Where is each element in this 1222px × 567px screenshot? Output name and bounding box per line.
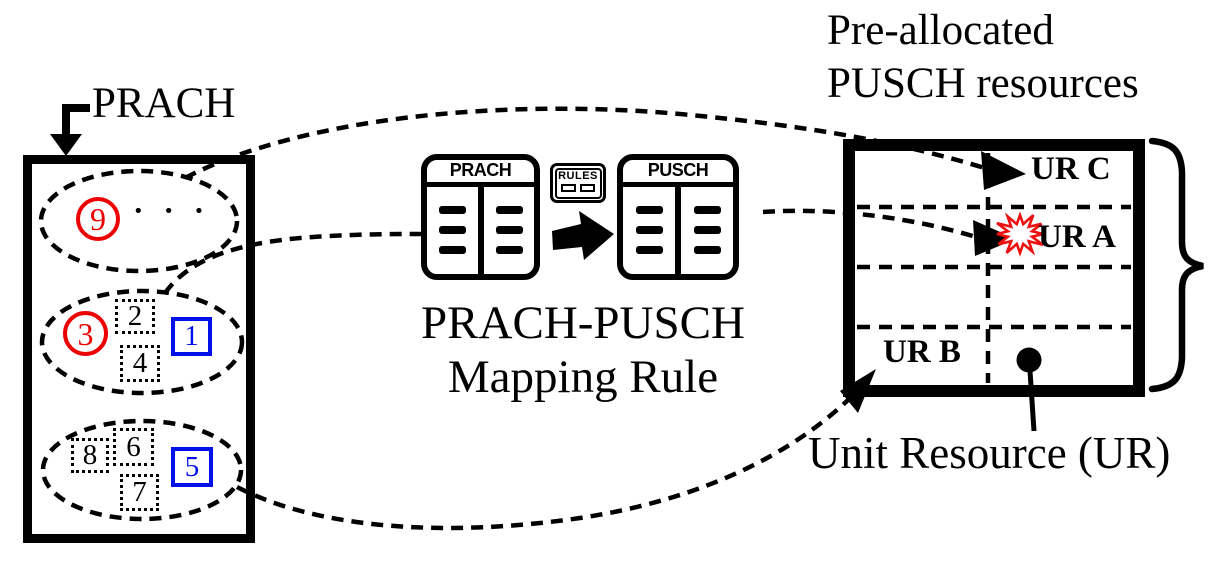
pusch-panel-box	[843, 139, 1145, 397]
rules-badge-inner: RULES	[554, 167, 602, 199]
ur-b-label: UR B	[883, 334, 961, 370]
collision-starburst-icon	[996, 211, 1044, 257]
table-divider	[477, 187, 484, 274]
table-divider	[675, 187, 681, 274]
unit-resource-dot-icon	[1016, 347, 1042, 373]
list-dash	[694, 226, 721, 234]
unit-resource-note: Unit Resource (UR)	[808, 428, 1171, 478]
pusch-table-icon: PUSCH	[617, 154, 739, 280]
unit-resource-stem	[1027, 370, 1037, 432]
list-dash	[496, 226, 523, 234]
prach-pointer-line	[62, 104, 90, 138]
ur-a-label: UR A	[1038, 219, 1116, 255]
rules-badge-label: RULES	[558, 169, 598, 182]
prach-panel-label: PRACH	[92, 80, 236, 127]
list-dash	[694, 246, 721, 254]
preamble-9-red-circle: 9	[76, 197, 120, 241]
mapping-caption-line1: PRACH-PUSCH	[421, 297, 745, 349]
preamble-group2-ellipse	[39, 288, 245, 396]
mapping-caption-line2: Mapping Rule	[447, 351, 719, 403]
pusch-panel-title-line1: Pre-allocated	[827, 7, 1054, 54]
curve-group3-to-urb	[235, 398, 850, 531]
preamble-7-dotted-square: 7	[120, 474, 159, 511]
list-dash	[636, 246, 663, 254]
curve-group1-to-urc	[183, 106, 989, 180]
resource-brace-icon	[1148, 137, 1204, 393]
preamble-3-red-circle: 3	[63, 311, 108, 356]
preamble-ellipsis: • • •	[133, 201, 212, 222]
list-dash	[636, 226, 663, 234]
list-dash	[439, 246, 466, 254]
preamble-group3-ellipse	[40, 418, 244, 522]
urc-arrowhead-icon	[981, 151, 1026, 190]
list-dash	[496, 206, 523, 214]
curve-group2-to-ura	[762, 208, 977, 240]
list-dash	[636, 206, 663, 214]
pusch-panel-title-line2: PUSCH resources	[827, 60, 1139, 107]
prach-table-title: PRACH	[427, 160, 534, 187]
preamble-group1-ellipse	[38, 168, 240, 274]
prach-pointer-arrowhead-icon	[50, 134, 82, 156]
list-dash	[496, 246, 523, 254]
preamble-4-dotted-square: 4	[120, 345, 160, 382]
rules-badge-rects	[557, 183, 600, 192]
list-dash	[694, 206, 721, 214]
prach-panel-box	[23, 155, 255, 543]
list-dash	[439, 226, 466, 234]
preamble-5-blue-square: 5	[171, 447, 213, 487]
preamble-2-dotted-square: 2	[115, 299, 155, 334]
ura-arrowhead-icon	[973, 220, 1016, 256]
list-dash	[439, 206, 466, 214]
preamble-1-blue-square: 1	[171, 317, 212, 356]
ur-c-label: UR C	[1031, 151, 1111, 187]
prach-table-icon: PRACH	[421, 154, 540, 280]
pusch-table-title: PUSCH	[623, 160, 733, 187]
preamble-8-dotted-square: 8	[71, 438, 109, 473]
rules-badge-icon: RULES	[550, 163, 606, 203]
curve-group2-left	[163, 231, 433, 295]
mapping-arrow-icon	[552, 211, 614, 260]
preamble-6-dotted-square: 6	[113, 428, 154, 466]
